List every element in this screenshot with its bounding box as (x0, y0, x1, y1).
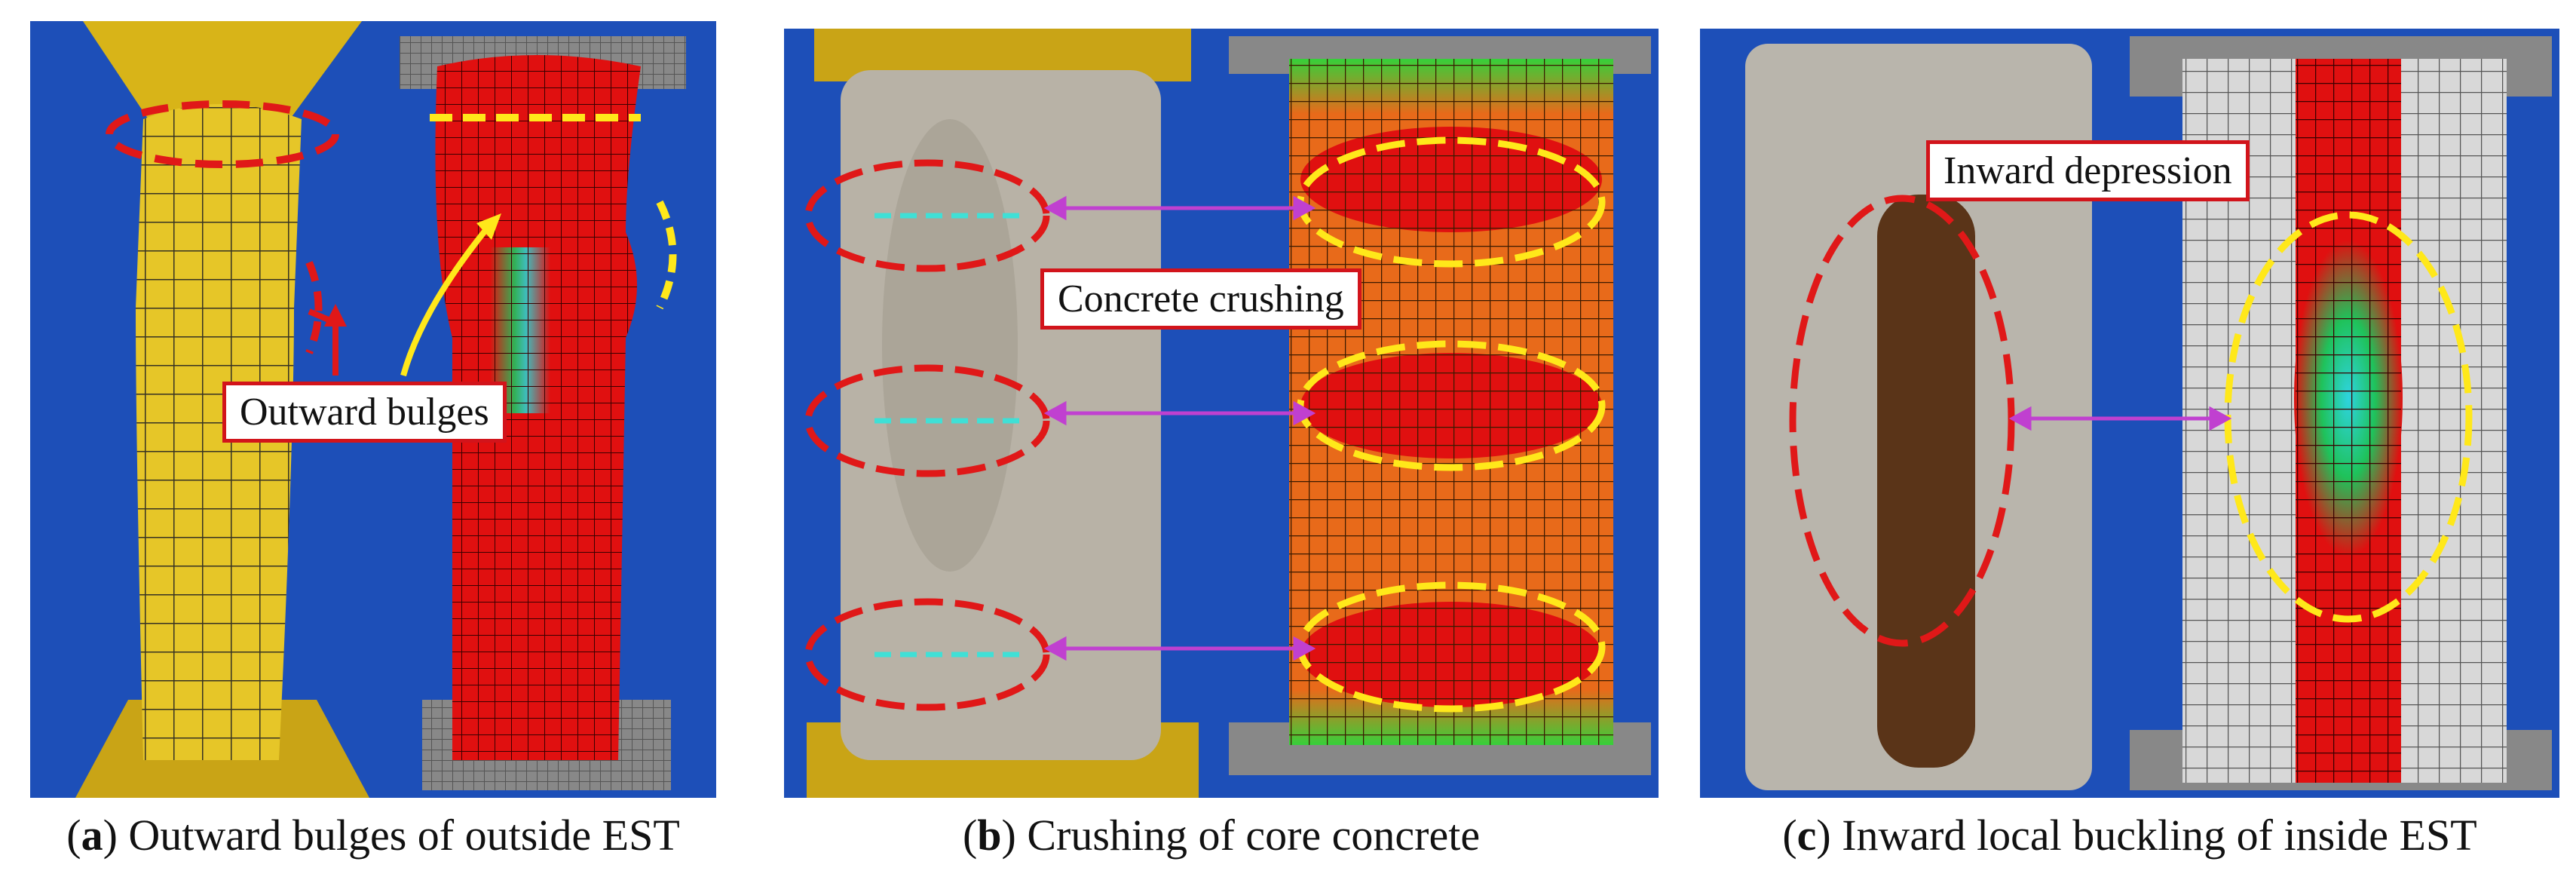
bulge-marker-red (106, 100, 339, 168)
inner-steel-tube-photo (1877, 195, 1975, 768)
caption-b: (b) Crushing of core concrete (962, 811, 1481, 860)
crush-marker-red-1 (804, 159, 1050, 272)
panel-c-graphic (1700, 29, 2559, 798)
double-arrow-2 (1043, 400, 1316, 426)
panel-a: Outward bulges (30, 21, 716, 798)
caption-a: (a) Outward bulges of outside EST (66, 811, 680, 860)
panel-b-graphic (784, 29, 1659, 798)
caption-b-text: Crushing of core concrete (1027, 811, 1481, 860)
crush-marker-red-2 (804, 364, 1050, 477)
double-arrow-3 (1043, 636, 1316, 661)
double-arrow-c (2008, 406, 2232, 431)
depression-marker-red (1789, 195, 2015, 647)
outward-bulges-label: Outward bulges (222, 382, 507, 443)
crush-marker-red-3 (804, 598, 1050, 711)
caption-a-text: Outward bulges of outside EST (128, 811, 680, 860)
double-arrow-1 (1043, 195, 1316, 221)
side-bulge-marker-red (305, 261, 323, 354)
top-steel-plate (83, 21, 362, 134)
panel-b: Concrete crushing (784, 29, 1659, 798)
concrete-crushing-label: Concrete crushing (1040, 268, 1362, 330)
caption-c: (c) Inward local buckling of inside EST (1782, 811, 2477, 860)
panel-c: Inward depression (1700, 29, 2559, 798)
caption-c-letter: c (1796, 811, 1817, 860)
fe-bulge-arrow (400, 222, 493, 377)
caption-b-letter: b (977, 811, 1002, 860)
fe-side-marker-yellow (656, 200, 677, 310)
caption-c-text: Inward local buckling of inside EST (1842, 811, 2477, 860)
caption-a-letter: a (81, 811, 103, 860)
inward-depression-label: Inward depression (1926, 140, 2250, 201)
